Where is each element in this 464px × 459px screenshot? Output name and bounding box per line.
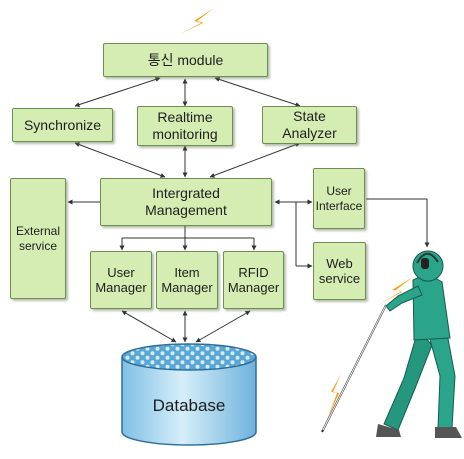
lightning-icon (180, 8, 214, 34)
communication-module-box: 통신 module (103, 43, 268, 77)
external-service-label: External service (15, 224, 61, 253)
realtime-monitoring-label: Realtime monitoring (152, 109, 218, 142)
database-label: Database (152, 396, 226, 415)
user-manager-label: User Manager (95, 264, 147, 295)
realtime-monitoring-box: Realtime monitoring (137, 106, 233, 146)
rfid-manager-label: RFID Manager (227, 264, 280, 295)
connector-lines (67, 77, 430, 343)
state-analyzer-box: State Analyzer (262, 106, 357, 144)
communication-module-label: 통신 module (147, 51, 224, 68)
item-manager-label: Item Manager (161, 264, 213, 295)
integrated-management-box: Intergrated Management (100, 178, 272, 226)
external-service-box: External service (10, 178, 66, 299)
synchronize-box: Synchronize (12, 108, 113, 142)
web-service-box: Web service (313, 242, 366, 300)
rfid-manager-box: RFID Manager (223, 251, 284, 309)
state-analyzer-label: State Analyzer (282, 108, 337, 141)
integrated-management-label: Intergrated Management (145, 185, 227, 218)
web-service-label: Web service (318, 255, 361, 286)
synchronize-label: Synchronize (23, 116, 102, 133)
user-interface-box: User Interface (313, 168, 365, 229)
user-interface-label: User Interface (315, 184, 363, 213)
database-cylinder (121, 343, 257, 446)
user-manager-box: User Manager (90, 251, 152, 309)
item-manager-box: Item Manager (156, 251, 218, 309)
headset-icon (416, 252, 439, 269)
